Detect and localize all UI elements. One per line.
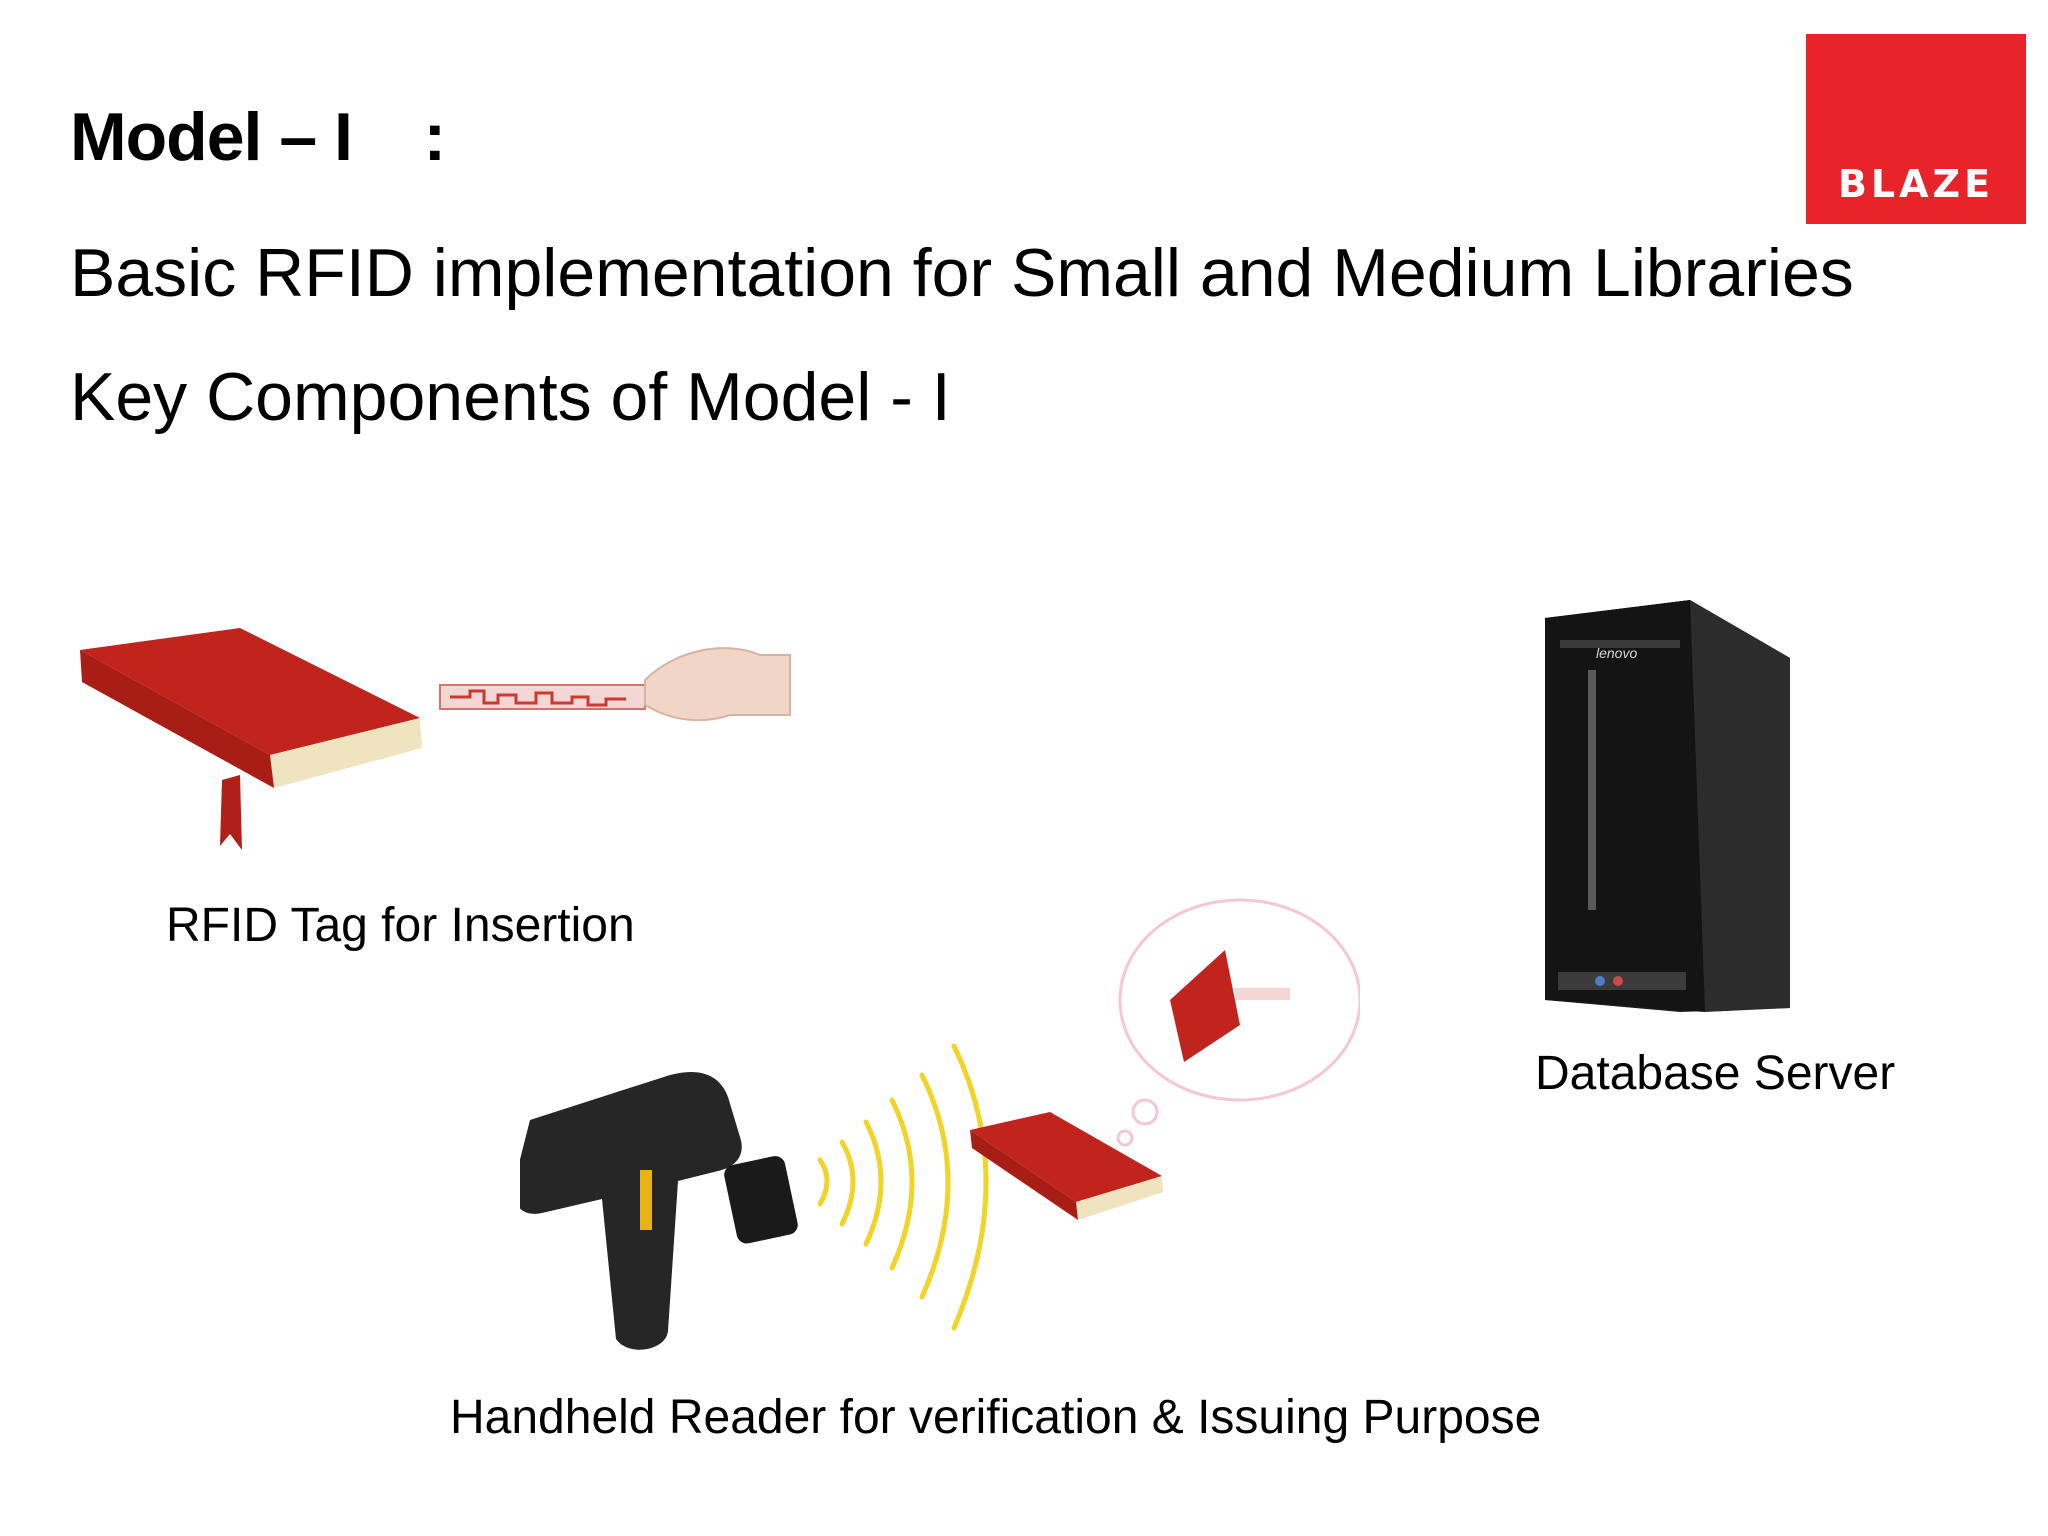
thought-bubble-icon	[1116, 898, 1360, 1147]
slide-subtitle: Basic RFID implementation for Small and …	[70, 235, 1854, 311]
handheld-reader-caption: Handheld Reader for verification & Issui…	[450, 1391, 1542, 1444]
blaze-logo: BLAZE	[1806, 34, 2026, 224]
rfid-tag-illustration	[80, 628, 791, 850]
rfid-tag-caption: RFID Tag for Insertion	[166, 899, 635, 952]
desktop-tower-icon	[1545, 600, 1790, 1012]
database-server-illustration: lenovo	[1545, 600, 1790, 1012]
handheld-reader-illustration	[520, 898, 1360, 1350]
rfid-tag-icon	[439, 684, 646, 710]
blaze-logo-text: BLAZE	[1837, 162, 1995, 206]
server-brand-label: lenovo	[1596, 645, 1637, 661]
database-server-caption: Database Server	[1535, 1047, 1896, 1100]
handheld-scanner-icon	[520, 1072, 798, 1350]
red-book-icon-reader	[970, 1112, 1163, 1220]
slide-title: Model – I :	[70, 99, 446, 175]
radio-waves-icon	[817, 1043, 989, 1331]
red-book-icon	[80, 628, 422, 850]
key-components-heading: Key Components of Model - I	[70, 359, 951, 435]
hand-icon	[644, 647, 791, 722]
